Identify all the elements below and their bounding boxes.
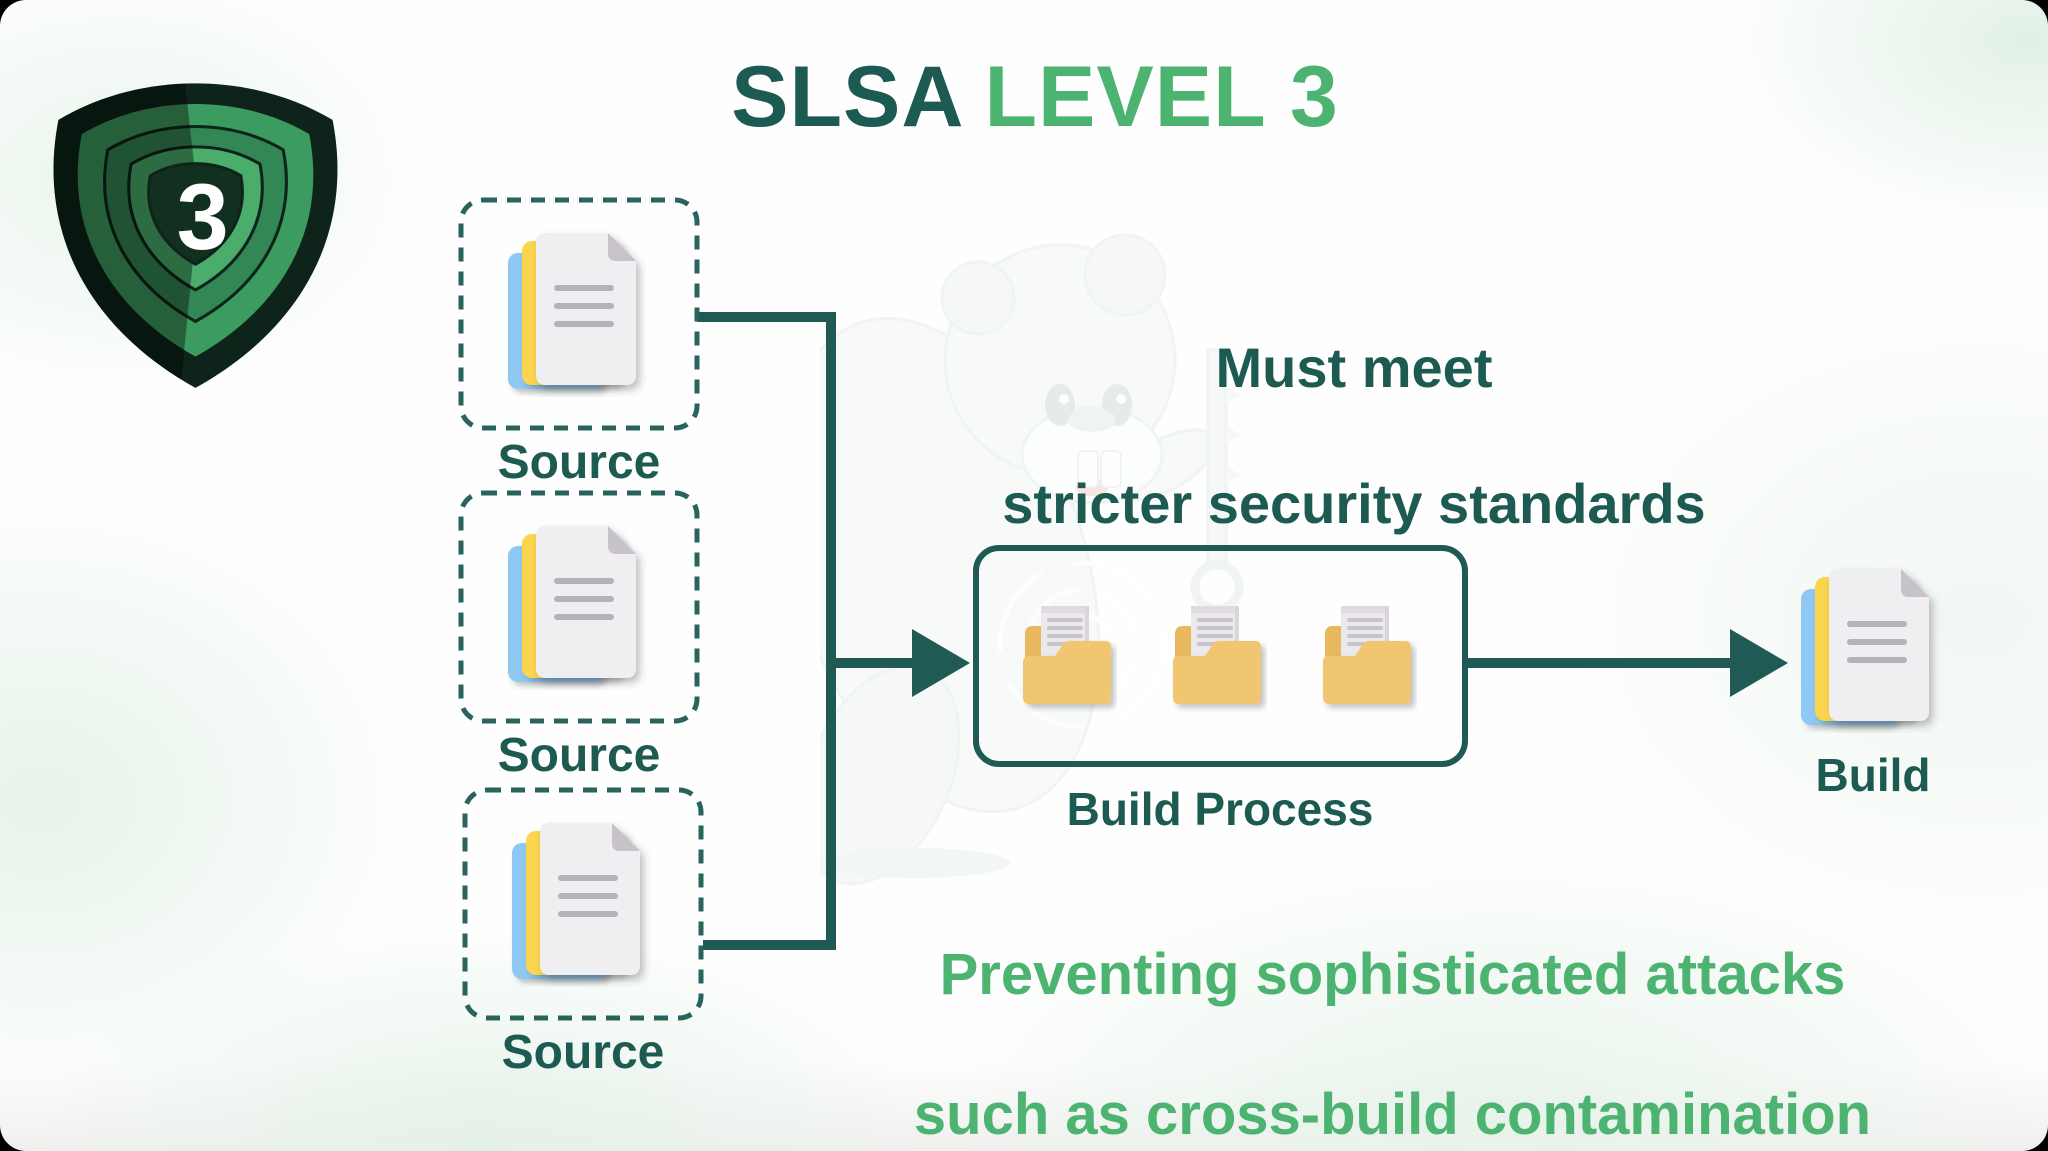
build-process-box bbox=[973, 545, 1468, 767]
source-documents-icon bbox=[512, 823, 640, 979]
requirement-note: Must meet stricter security standards bbox=[954, 266, 1754, 606]
benefit-line-1: Preventing sophisticated attacks bbox=[939, 942, 1846, 1007]
source-box-border bbox=[458, 490, 700, 724]
source-box-border bbox=[462, 787, 704, 1021]
folder-icon bbox=[1023, 606, 1111, 704]
build-documents-icon bbox=[1801, 569, 1929, 725]
connector-source3 bbox=[703, 940, 832, 950]
beaver-watermark bbox=[820, 233, 1244, 886]
source-box-border bbox=[458, 197, 700, 431]
benefit-note: Preventing sophisticated attacks such as… bbox=[890, 870, 1895, 1151]
source-documents-icon bbox=[508, 526, 636, 682]
requirement-line-2: stricter security standards bbox=[1002, 472, 1706, 535]
connector-to-build bbox=[1462, 658, 1734, 668]
title-level: LEVEL 3 bbox=[984, 49, 1339, 145]
slsa-level-badge: 3 bbox=[53, 83, 338, 388]
connector-source1 bbox=[697, 312, 830, 322]
title-slsa: SLSA bbox=[731, 49, 965, 145]
build-label: Build bbox=[1815, 749, 1931, 801]
requirement-line-1: Must meet bbox=[1215, 336, 1493, 399]
build-process-label: Build Process bbox=[1066, 783, 1374, 835]
arrow-right-icon bbox=[912, 629, 970, 697]
connector-trunk bbox=[826, 312, 836, 950]
folder-icon bbox=[1173, 606, 1261, 704]
folder-icon bbox=[1323, 606, 1411, 704]
benefit-line-2: such as cross-build contamination bbox=[913, 1082, 1872, 1147]
source-label: Source bbox=[497, 729, 661, 782]
source-label: Source bbox=[497, 436, 661, 489]
source-label: Source bbox=[501, 1026, 665, 1079]
arrow-right-icon bbox=[1730, 629, 1788, 697]
badge-level-number: 3 bbox=[177, 164, 229, 269]
connector-to-build-process bbox=[836, 658, 916, 668]
source-documents-icon bbox=[508, 233, 636, 389]
